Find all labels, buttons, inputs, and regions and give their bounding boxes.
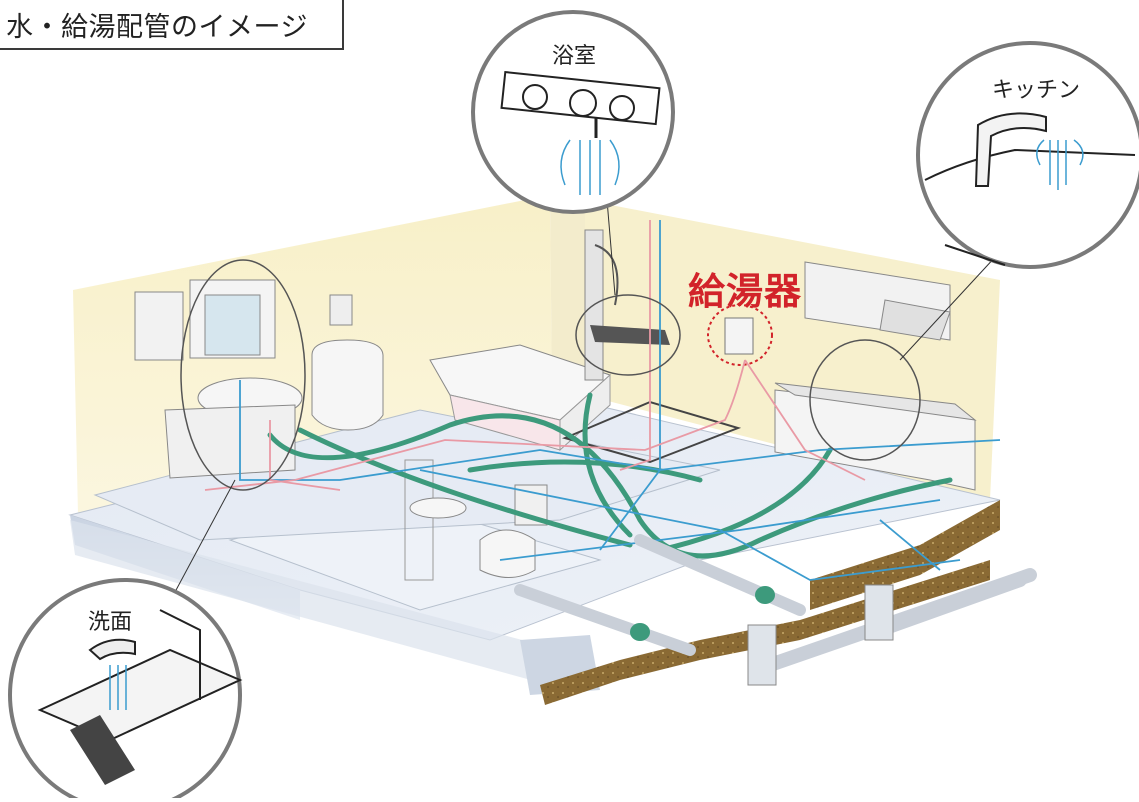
- kitchen-callout: [916, 41, 1139, 269]
- water-heater: [707, 304, 773, 366]
- bathroom-callout: [471, 10, 675, 214]
- drain-pipes: [267, 392, 953, 559]
- kitchen-cabinets: [774, 261, 977, 491]
- washroom-callout: [8, 578, 243, 802]
- floor-hatch: [561, 400, 742, 464]
- sewer-pipes: [514, 534, 1037, 686]
- kitchen-label: キッチン: [992, 78, 1081, 103]
- toilet: [311, 294, 384, 431]
- bathroom-label: 浴室: [552, 44, 597, 69]
- diagram-title: 水・給湯配管のイメージ: [6, 11, 308, 43]
- washroom-label: 洗面: [88, 610, 133, 635]
- water-heater-label: 給湯器: [688, 270, 802, 313]
- highlight-ellipses: [180, 259, 921, 491]
- vanity-unit: [134, 279, 303, 479]
- hot-water-pipes: [204, 220, 866, 491]
- diagram-title-box: 水・給湯配管のイメージ: [0, 0, 344, 50]
